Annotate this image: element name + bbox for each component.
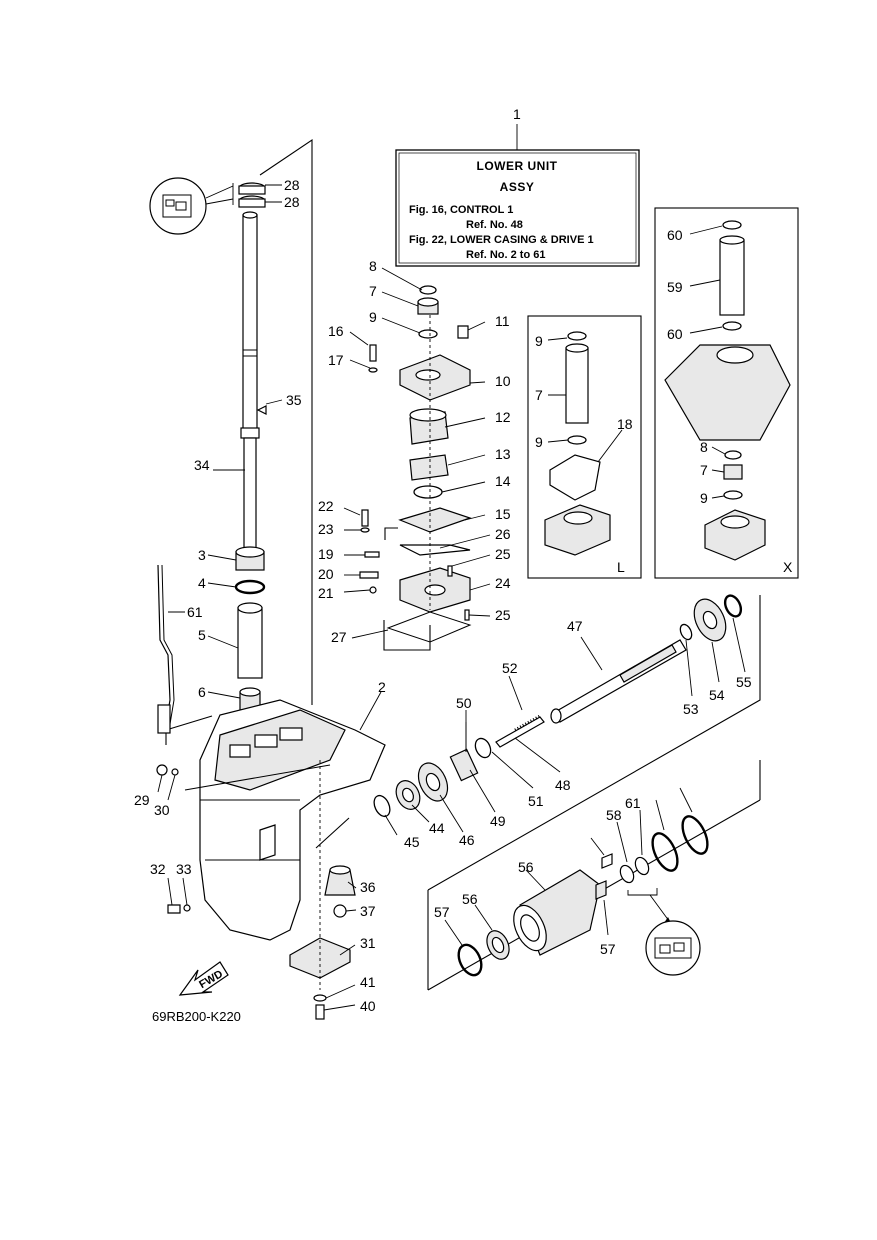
inset-X: X [654,207,799,579]
callout-25a: 25 [495,546,511,562]
fwd-label: FWD [197,968,225,991]
callout-19: 19 [318,546,334,562]
callout-7: 7 [369,283,377,299]
callout-44: 48 [555,777,571,793]
inset-L: L [527,315,642,579]
callout-55: 57 [600,941,616,957]
diagram-code: 69RB200-K220 [152,1009,241,1024]
callout-1: 1 [513,106,521,122]
callout-56b: 61 [625,795,641,811]
callout-24: 24 [495,575,511,591]
callout-numbers: 28 28 35 34 3 4 5 6 61 8 7 9 16 17 11 10… [134,177,752,1014]
lower-casing [184,699,386,941]
callout-46: 50 [456,695,472,711]
inset-L-callout-9a: 9 [535,333,543,349]
callout-28b: 28 [284,194,300,210]
callout-40: 44 [429,820,445,836]
inset-X-callout-7: 7 [700,462,708,478]
box-line2: ASSY [500,180,535,194]
inset-X-label: X [783,559,793,575]
callout-61: 61 [187,604,203,620]
callout-14: 14 [495,473,511,489]
box-line5: Fig. 22, LOWER CASING & DRIVE 1 [409,234,594,246]
callout-28a: 28 [284,177,300,193]
callout-4: 4 [198,575,206,591]
callout-35: 33 [176,861,192,877]
inset-X-callout-59: 59 [667,279,683,295]
callout-52: 56 [518,859,534,875]
callout-leaders [157,184,746,1011]
callout-56a: 58 [606,807,622,823]
callout-22: 22 [318,498,334,514]
callout-49: 53 [683,701,699,717]
inset-L-callout-9b: 9 [535,434,543,450]
callout-10: 10 [495,373,511,389]
callout-25b: 25 [495,607,511,623]
callout-20: 20 [318,566,334,582]
seal-detail-circle [149,177,207,235]
callout-29: 29 [134,792,150,808]
callout-41: 45 [404,834,420,850]
callout-42: 46 [459,832,475,848]
callout-45: 49 [490,813,506,829]
callout-43: 47 [567,618,583,634]
inset-L-callout-7: 7 [535,387,543,403]
inset-X-callout-60a: 60 [667,227,683,243]
callout-17: 17 [328,352,344,368]
small-parts-left [156,760,356,1020]
callout-13: 13 [495,446,511,462]
callout-21: 21 [318,585,334,601]
callout-16: 16 [328,323,344,339]
callout-12: 12 [495,409,511,425]
callout-9: 9 [369,309,377,325]
prop-housing-group [457,815,709,977]
inset-L-label: L [617,559,625,575]
callout-30: 30 [154,802,170,818]
callout-27: 27 [331,629,347,645]
callout-31: 31 [360,935,376,951]
seal-detail-circle-2 [645,920,701,976]
callout-48: 52 [502,660,518,676]
callout-36: 34 [194,457,210,473]
shift-rod [157,564,175,734]
callout-3: 3 [198,547,206,563]
callout-37: 35 [286,392,302,408]
callout-26: 26 [495,526,511,542]
callout-23: 23 [318,521,334,537]
callout-33: 41 [360,974,376,990]
inset-X-callout-60b: 60 [667,326,683,342]
inset-L-callout-18: 18 [617,416,633,432]
box-line4: Ref. No. 48 [466,219,523,231]
callout-15: 15 [495,506,511,522]
callout-53: 56 [462,891,478,907]
callout-47: 51 [528,793,544,809]
callout-50: 54 [709,687,725,703]
callout-6: 6 [198,684,206,700]
box-line6: Ref. No. 2 to 61 [466,249,545,261]
callout-32: 40 [360,998,376,1014]
drive-shaft-group [149,177,267,760]
inset-X-callout-8: 8 [700,439,708,455]
frame-lines [165,138,761,991]
callout-8: 8 [369,258,377,274]
title-box: 1 LOWER UNIT ASSY Fig. 16, CONTROL 1 Ref… [395,106,640,267]
callout-51: 55 [736,674,752,690]
water-pump-stack [359,285,472,643]
callout-5: 5 [198,627,206,643]
callout-54: 57 [434,904,450,920]
callout-39: 37 [360,903,376,919]
fwd-arrow: FWD [178,961,229,996]
callout-2: 2 [378,679,386,695]
callout-34: 32 [150,861,166,877]
box-line1: LOWER UNIT [477,159,558,173]
callout-38: 36 [360,879,376,895]
prop-shaft-group [373,594,743,818]
box-line3: Fig. 16, CONTROL 1 [409,204,513,216]
callout-11: 11 [495,313,510,329]
inset-X-callout-9: 9 [700,490,708,506]
